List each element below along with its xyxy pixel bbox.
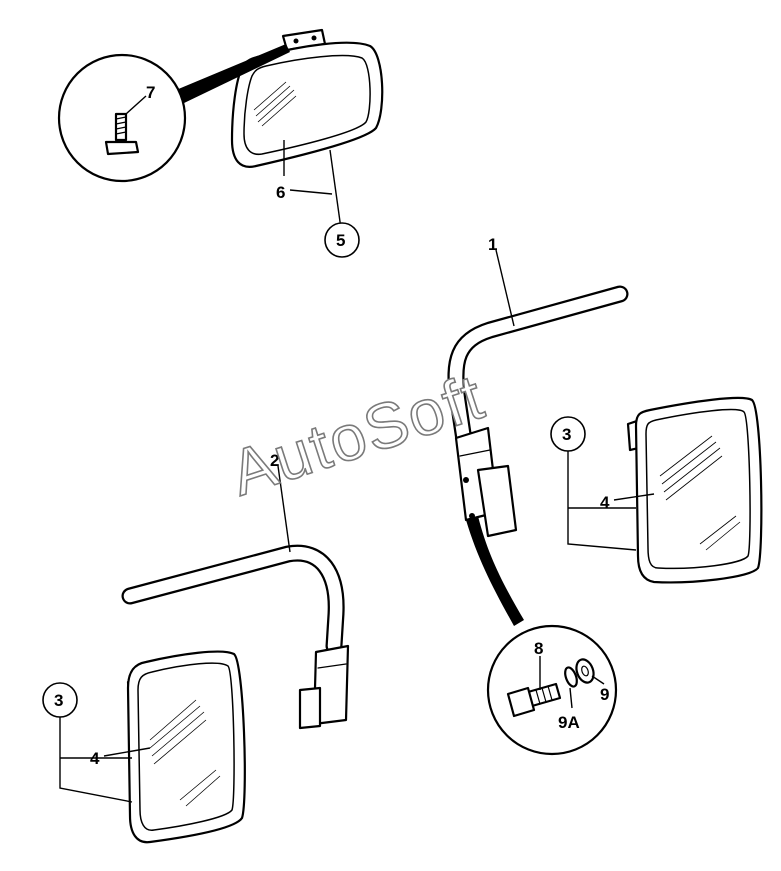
- callout-circle-3: [550, 416, 586, 452]
- bolt-thread: [115, 116, 127, 135]
- callout-circle-5: [324, 222, 360, 258]
- left-mirror-glass: [137, 662, 235, 831]
- bolt-head: [104, 140, 140, 156]
- leader-lines: [59, 95, 655, 803]
- callout-4-left: 4: [90, 749, 100, 768]
- callout-3-left: 3: [54, 691, 63, 710]
- detail-pointer: [466, 516, 524, 626]
- callout-5: 5: [336, 231, 345, 250]
- right-mirror-head: [626, 396, 763, 584]
- right-arm-clamp-block: [476, 464, 518, 538]
- callout-8: 8: [534, 639, 543, 658]
- interior-mirror: [230, 28, 384, 168]
- lock-washer: [564, 666, 578, 688]
- detail-pointer: [176, 44, 290, 104]
- right-mirror-glass: [645, 408, 751, 570]
- callout-9: 9: [600, 685, 609, 704]
- watermark: AutoSoft: [222, 360, 493, 509]
- detail-bolt-7: [57, 44, 290, 183]
- callout-9a: 9A: [558, 713, 580, 732]
- callout-6: 6: [276, 183, 285, 202]
- left-arm-clamp-block: [298, 686, 322, 730]
- callout-circle-3: [42, 682, 78, 718]
- glass-reflection: [253, 81, 297, 127]
- callout-7: 7: [146, 83, 155, 102]
- bracket-hole: [311, 35, 317, 41]
- left-mirror-arm: [121, 544, 350, 730]
- glass-reflection: [659, 435, 741, 551]
- callout-2: 2: [270, 451, 279, 470]
- glass-reflection: [149, 699, 221, 807]
- callout-3-right: 3: [562, 425, 571, 444]
- callout-4-right: 4: [600, 493, 610, 512]
- left-mirror-head: [126, 650, 246, 844]
- bolt-head: [506, 686, 536, 718]
- right-mirror-arm: [447, 285, 629, 626]
- bracket-hole: [293, 38, 299, 44]
- detail-bolt-8: [486, 624, 618, 756]
- callout-1: 1: [488, 235, 497, 254]
